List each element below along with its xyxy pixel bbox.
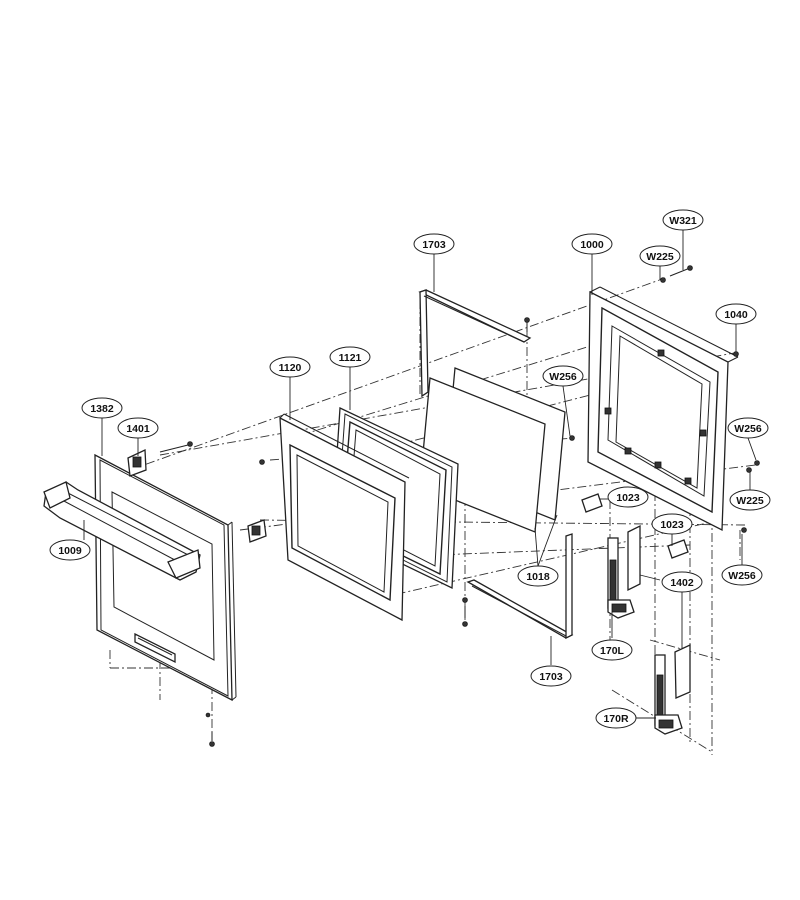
svg-text:1009: 1009	[58, 545, 82, 557]
svg-text:1023: 1023	[616, 492, 640, 504]
svg-text:1703: 1703	[422, 239, 446, 251]
svg-text:1023: 1023	[660, 519, 684, 531]
door-handle	[43, 481, 201, 581]
callout-W225-top: W225	[639, 245, 681, 267]
svg-text:W256: W256	[549, 371, 577, 383]
callout-1040: 1040	[715, 303, 757, 325]
callout-1121: 1121	[329, 346, 371, 368]
glass-frame-1120	[279, 413, 410, 622]
svg-text:1402: 1402	[670, 577, 694, 589]
callout-W256-right: W256	[727, 417, 769, 439]
hinge-170L	[607, 537, 635, 619]
callout-1018: 1018	[517, 565, 559, 587]
callout-170R: 170R	[595, 707, 637, 729]
svg-text:W256: W256	[728, 570, 756, 582]
svg-text:1121: 1121	[339, 352, 362, 364]
callout-170L: 170L	[591, 639, 633, 661]
callout-1000: 1000	[571, 233, 613, 255]
screws	[159, 265, 760, 747]
callout-W256-mid: W256	[542, 365, 584, 387]
callout-1009: 1009	[49, 539, 91, 561]
outer-door-panel	[94, 453, 237, 702]
callout-1703-bottom: 1703	[530, 665, 572, 687]
callout-1382: 1382	[81, 397, 123, 419]
svg-text:170L: 170L	[600, 645, 625, 657]
callout-1023-left: 1023	[607, 486, 649, 508]
svg-text:1401: 1401	[126, 423, 150, 435]
callout-W256-bottom: W256	[721, 564, 763, 586]
svg-text:1703: 1703	[539, 671, 563, 683]
seal-strip-bottom	[466, 533, 574, 640]
svg-text:170R: 170R	[603, 713, 629, 725]
callout-1023-right: 1023	[651, 513, 693, 535]
callout-1402: 1402	[661, 571, 703, 593]
callout-1401: 1401	[117, 417, 159, 439]
svg-text:1040: 1040	[724, 309, 748, 321]
leader-lines	[83, 230, 757, 719]
svg-text:1018: 1018	[526, 571, 550, 583]
callout-labels: 1382 1401 1120 1121 1703 1000 W321 W225	[49, 209, 771, 729]
bracket-1023	[581, 493, 689, 559]
svg-text:W225: W225	[736, 495, 764, 507]
callout-1120: 1120	[269, 356, 311, 378]
inner-door-frame	[587, 286, 739, 532]
svg-text:W321: W321	[669, 215, 697, 227]
callout-W321: W321	[662, 209, 704, 231]
callout-W225-right: W225	[729, 489, 771, 511]
svg-text:1382: 1382	[90, 403, 114, 415]
callout-1703-top: 1703	[413, 233, 455, 255]
hinge-170R	[654, 654, 683, 735]
svg-text:W225: W225	[646, 251, 674, 263]
svg-text:W256: W256	[734, 423, 762, 435]
svg-text:1120: 1120	[279, 362, 302, 374]
seal-strip-top	[418, 289, 532, 398]
hinge-bracket-1401	[127, 448, 267, 543]
hinge-cover-1402	[627, 524, 691, 699]
svg-text:1000: 1000	[580, 239, 604, 251]
